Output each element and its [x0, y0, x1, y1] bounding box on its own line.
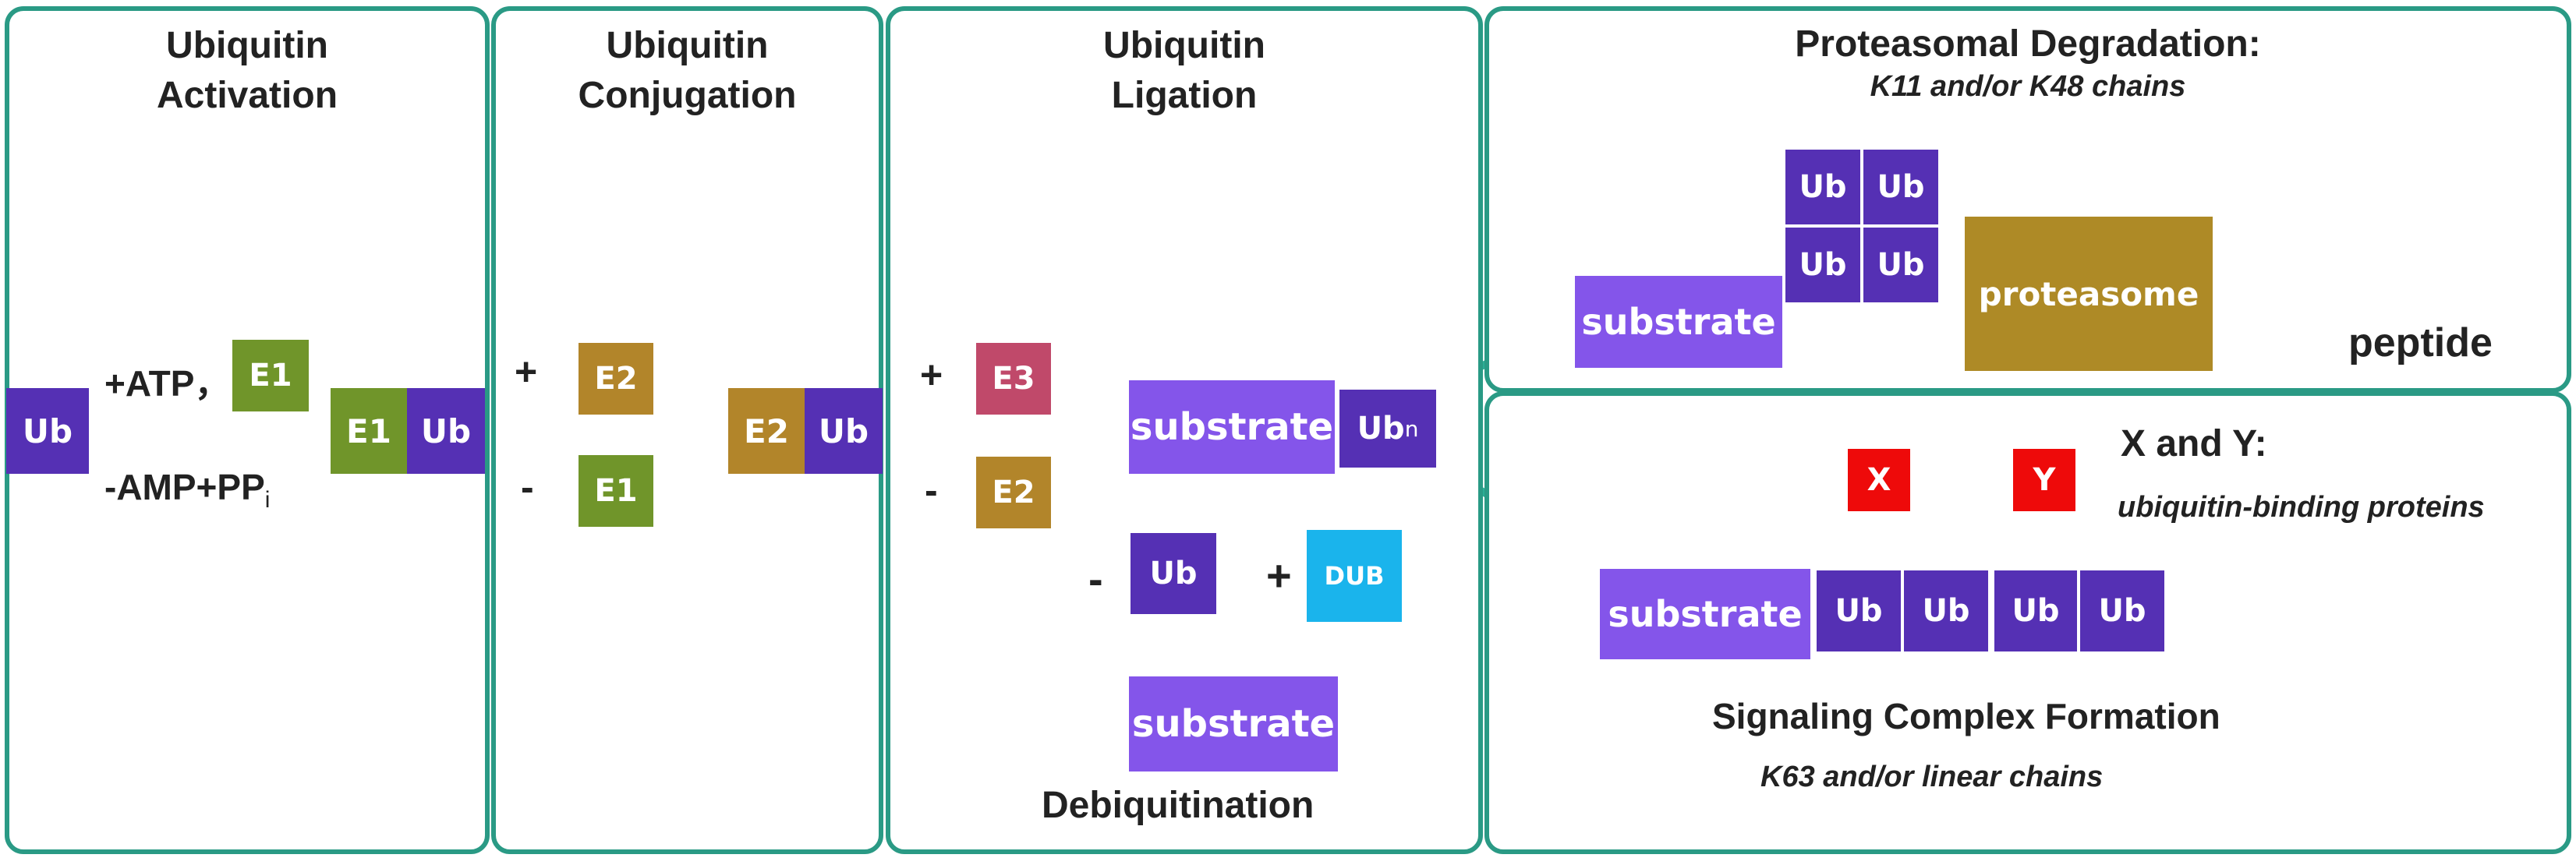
activation-result-ub: Ub — [407, 388, 485, 474]
activation-minus-amp: -AMP+PPi — [104, 467, 271, 514]
x-marker: X — [1848, 449, 1910, 511]
debiq-substrate-box: substrate — [1129, 676, 1338, 771]
conjugation-e2-box: E2 — [579, 343, 653, 415]
degradation-ub-3: Ub — [1785, 228, 1860, 302]
y-marker: Y — [2013, 449, 2075, 511]
ligation-minus-sign: - — [925, 468, 938, 512]
activation-result-e1: E1 — [331, 388, 407, 474]
debiq-ub-box: Ub — [1131, 533, 1216, 614]
ligation-e3-box: E3 — [976, 343, 1051, 415]
xy-title: X and Y: — [2121, 423, 2267, 464]
debiq-minus-sign: - — [1088, 554, 1103, 603]
degradation-ub-4: Ub — [1863, 228, 1938, 302]
activation-title-line2: Activation — [156, 75, 338, 116]
degradation-ub-2: Ub — [1863, 150, 1938, 224]
signaling-subtitle: K63 and/or linear chains — [1760, 761, 2104, 793]
conjugation-title-line2: Conjugation — [578, 75, 797, 116]
conjugation-plus-sign: + — [515, 350, 538, 394]
conjugation-e1-box: E1 — [579, 455, 653, 527]
proteasome-box: proteasome — [1965, 217, 2213, 371]
xy-subtitle: ubiquitin-binding proteins — [2118, 491, 2485, 524]
signaling-ub-3: Ub — [1994, 570, 2077, 651]
degradation-substrate-box: substrate — [1575, 276, 1782, 368]
ligation-plus-sign: + — [920, 353, 943, 397]
conjugation-result-e2: E2 — [728, 388, 805, 474]
debiquitination-label: Debiquitination — [1042, 785, 1315, 826]
signaling-substrate-box: substrate — [1600, 569, 1810, 659]
ligation-substrate-box: substrate — [1129, 380, 1335, 474]
activation-plus-atp: +ATP， — [104, 363, 231, 404]
debiq-plus-sign: + — [1266, 551, 1292, 600]
degradation-title: Proteasomal Degradation: — [1795, 23, 2261, 65]
activation-title-line1: Ubiquitin — [166, 25, 328, 66]
ligation-e2-box: E2 — [976, 457, 1051, 528]
dub-box: DUB — [1307, 530, 1402, 622]
signaling-ub-1: Ub — [1817, 570, 1901, 651]
degradation-subtitle: K11 and/or K48 chains — [1870, 70, 2186, 103]
signaling-ub-2: Ub — [1904, 570, 1988, 651]
ligation-title-line2: Ligation — [1111, 75, 1258, 116]
conjugation-result-ub: Ub — [805, 388, 883, 474]
ligation-title-line1: Ubiquitin — [1103, 25, 1265, 66]
signaling-ub-4: Ub — [2080, 570, 2164, 651]
degradation-ub-1: Ub — [1785, 150, 1860, 224]
activation-e1-box: E1 — [232, 340, 309, 411]
conjugation-title-line1: Ubiquitin — [606, 25, 769, 66]
conjugation-minus-sign: - — [521, 465, 534, 509]
peptide-label: peptide — [2348, 320, 2493, 365]
activation-ub-box: Ub — [6, 388, 89, 474]
signaling-title: Signaling Complex Formation — [1712, 696, 2220, 736]
